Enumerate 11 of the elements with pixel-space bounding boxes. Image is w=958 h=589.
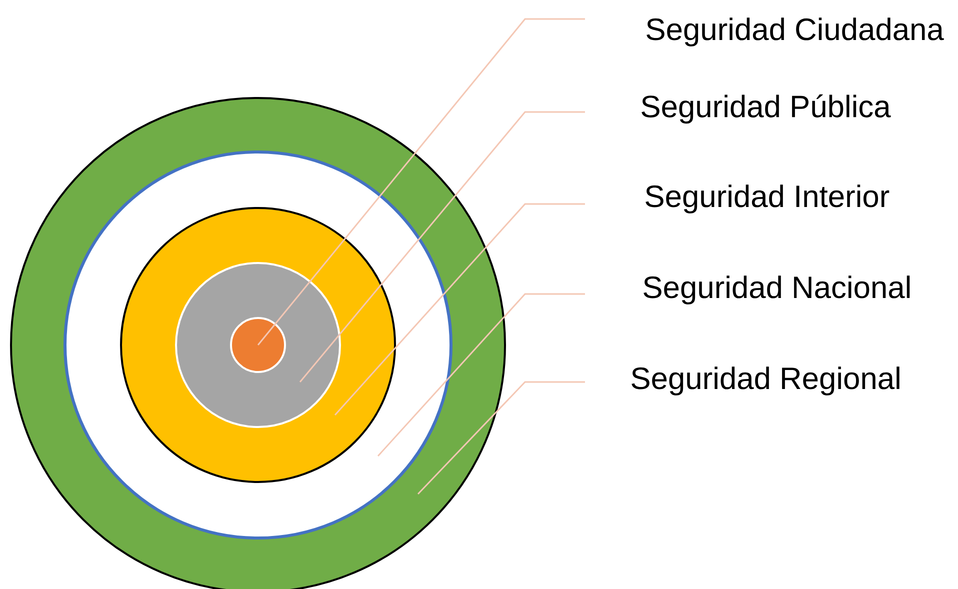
callout-label: Seguridad Interior [646,184,890,214]
callout-label: Seguridad Nacional [644,276,910,304]
callout-label: Seguridad Ciudadana [646,18,944,46]
callout-label: Seguridad Regional [632,366,900,396]
center-circle [230,317,286,373]
leader-line [334,203,585,416]
leader-line [257,18,585,346]
leader-line [299,111,585,382]
leader-line [377,293,585,456]
leader-line [417,381,585,494]
callout-label: Seguridad Pública [642,94,891,124]
